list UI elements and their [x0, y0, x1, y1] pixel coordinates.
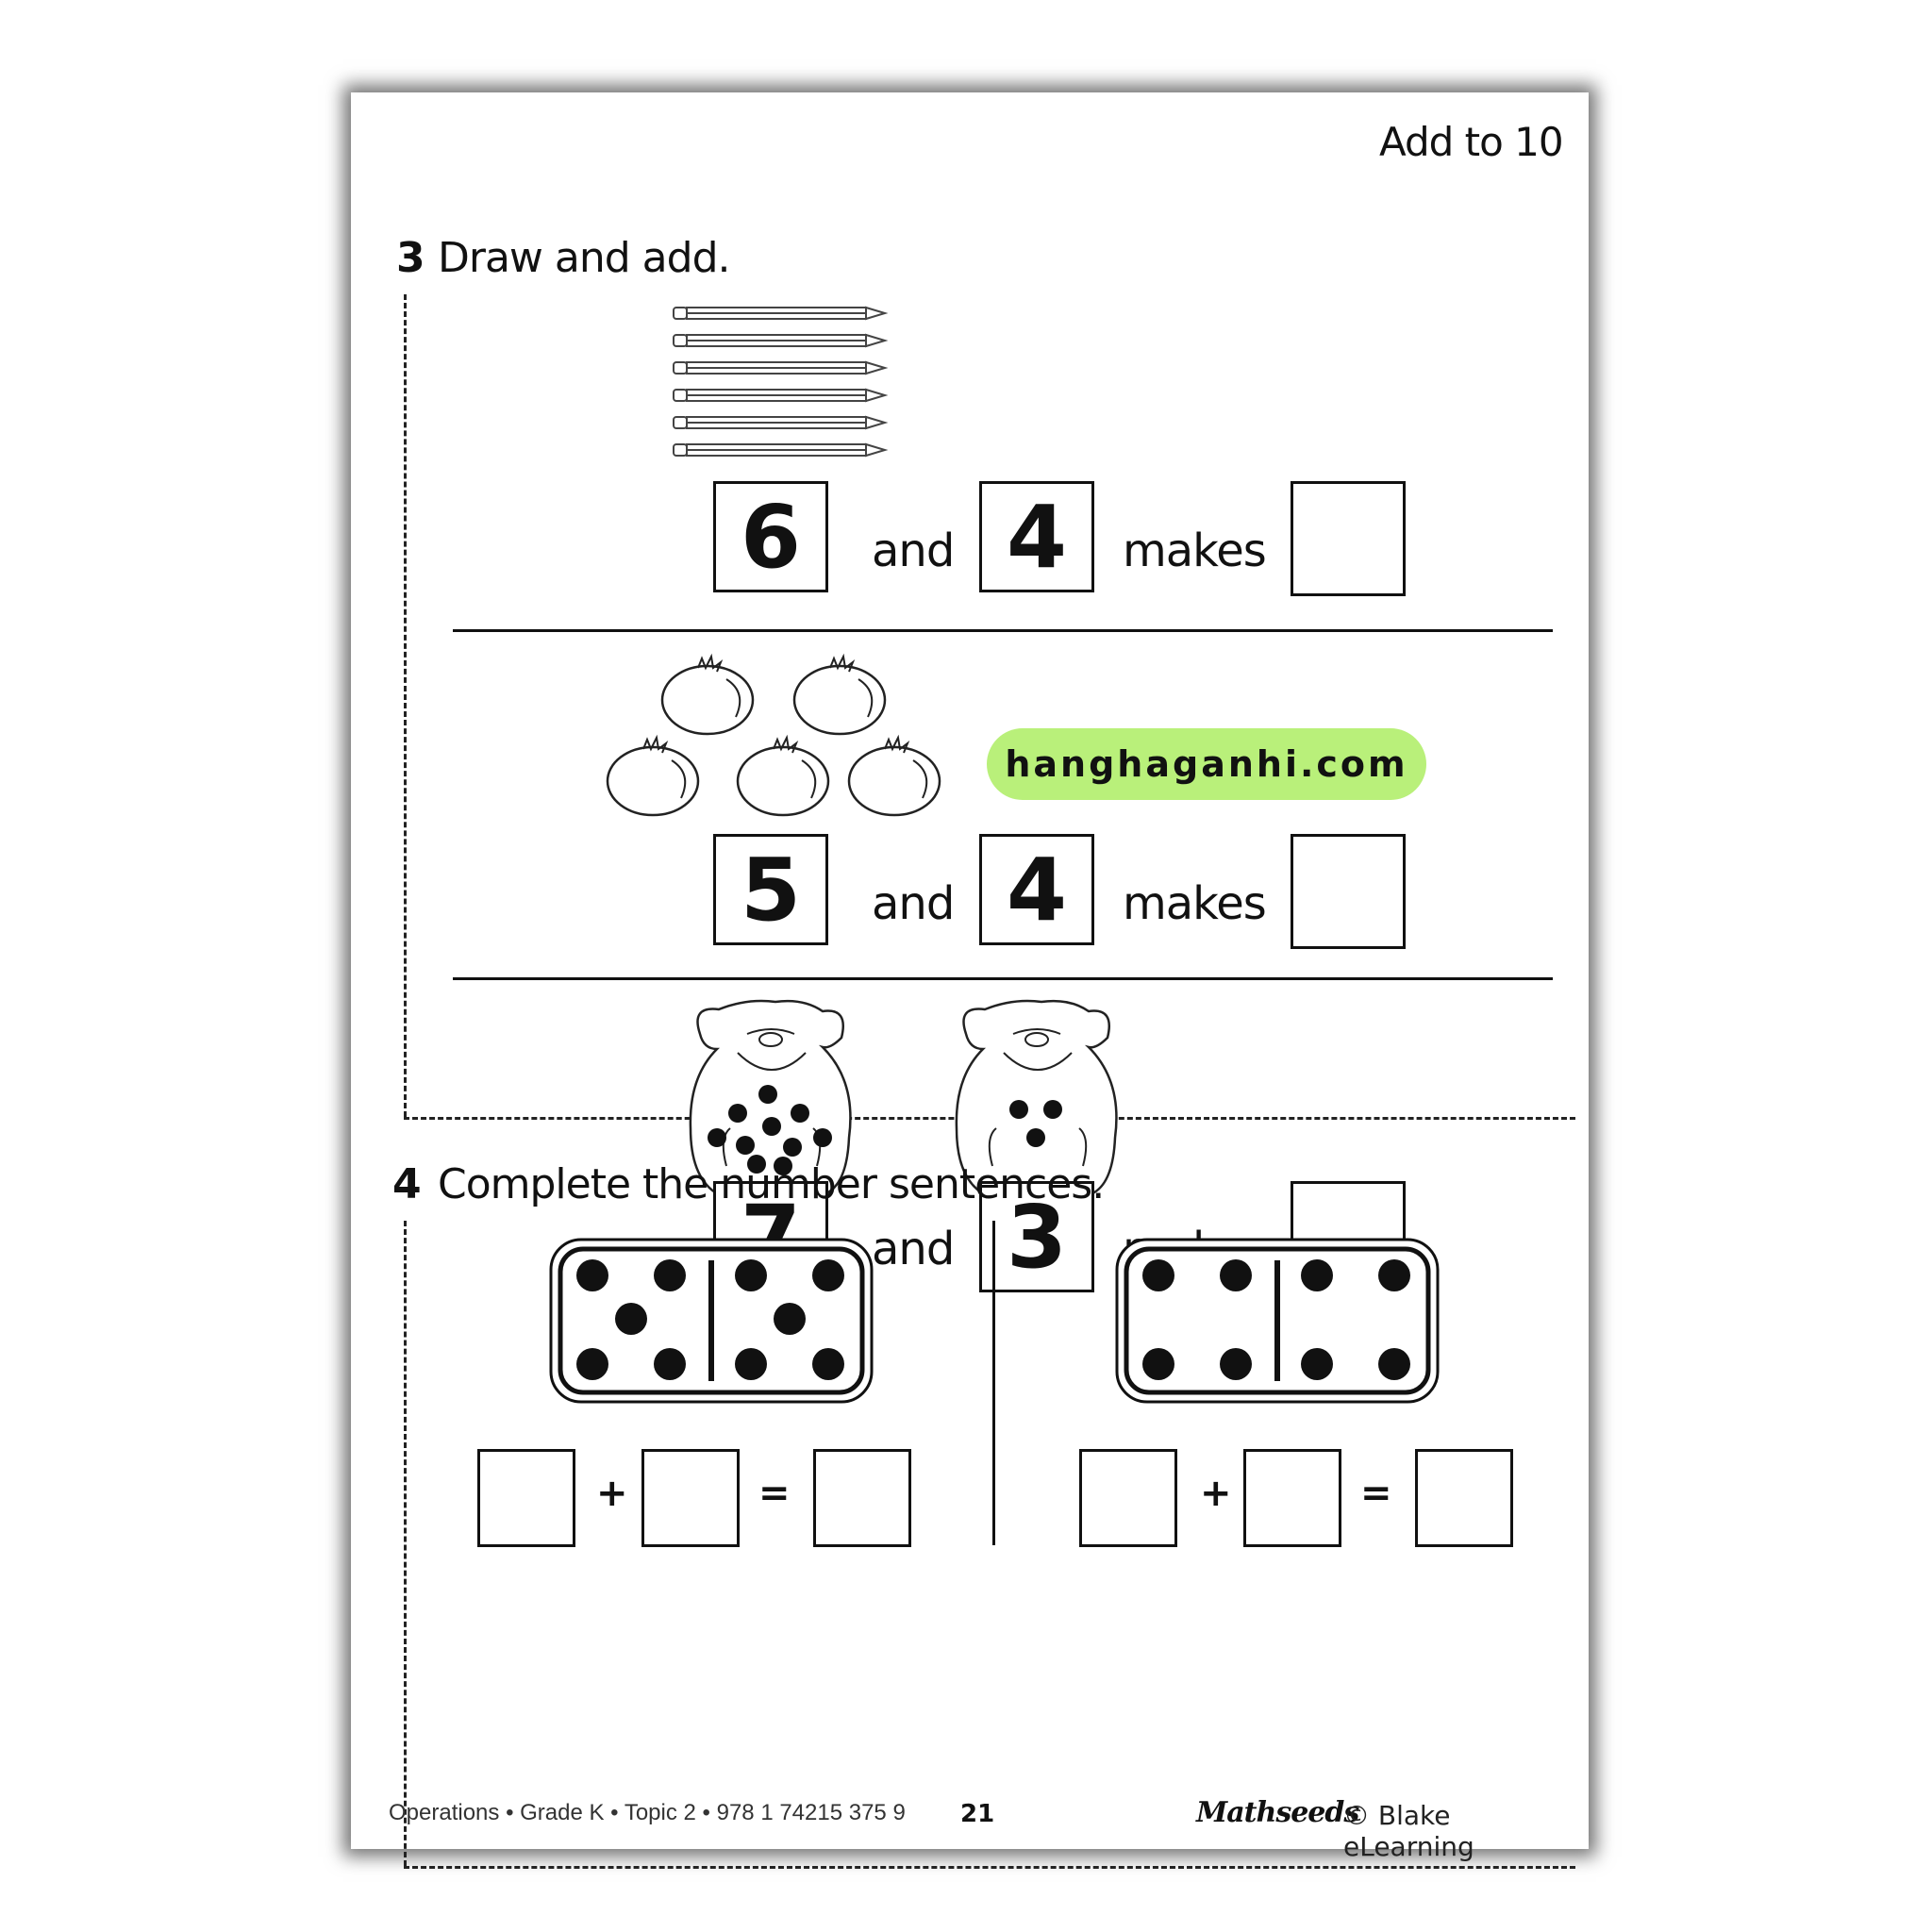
sentence1-box-sum[interactable] — [813, 1449, 911, 1547]
sentence1-box-b[interactable] — [641, 1449, 740, 1547]
sentence2-equals: = — [1360, 1472, 1392, 1515]
question-3-number: 3 — [396, 234, 425, 282]
domino-5-5 — [549, 1238, 874, 1404]
bulldog-left-picture — [689, 999, 852, 1194]
sentence2-box-a[interactable] — [1079, 1449, 1177, 1547]
sentence1-equals: = — [758, 1472, 791, 1515]
sentence2-box-sum[interactable] — [1415, 1449, 1513, 1547]
topic-title: Add to 10 — [1379, 119, 1564, 165]
pencils-picture — [673, 306, 889, 457]
row1-number-a: 6 — [713, 481, 828, 592]
question-3-instruction: Draw and add. — [438, 234, 730, 282]
page-number: 21 — [960, 1800, 995, 1828]
row2-number-b: 4 — [979, 834, 1094, 945]
question-4-border-left — [404, 1221, 407, 1866]
worksheet-page: Add to 10 3 Draw and add. 6 and 4 makes — [351, 92, 1589, 1869]
row2-and-label: and — [872, 877, 955, 930]
row2-answer-box[interactable] — [1291, 834, 1406, 949]
sentence2-plus: + — [1200, 1472, 1232, 1515]
tomatoes-picture — [606, 655, 941, 817]
question-4-border-bottom — [404, 1866, 1575, 1869]
row1-and-label: and — [872, 525, 955, 577]
bulldog-right-picture — [955, 999, 1118, 1194]
question-4-column-divider — [992, 1221, 995, 1545]
footer-info: Operations • Grade K • Topic 2 • 978 1 7… — [389, 1800, 906, 1825]
row2-makes-label: makes — [1123, 877, 1267, 930]
row1-answer-box[interactable] — [1291, 481, 1406, 596]
row3-number-b: 3 — [979, 1181, 1094, 1292]
row2-number-a: 5 — [713, 834, 828, 945]
row-divider-2 — [453, 977, 1553, 980]
sentence1-plus: + — [596, 1472, 628, 1515]
sentence1-box-a[interactable] — [477, 1449, 575, 1547]
domino-4-4 — [1115, 1238, 1440, 1404]
row1-makes-label: makes — [1123, 525, 1267, 577]
watermark-badge: hanghaganhi.com — [987, 728, 1426, 800]
sentence2-box-b[interactable] — [1243, 1449, 1341, 1547]
row1-number-b: 4 — [979, 481, 1094, 592]
row-divider-1 — [453, 629, 1553, 632]
copyright: © Blake eLearning — [1343, 1800, 1474, 1862]
question-3-border-left — [404, 294, 407, 1117]
question-4-instruction: Complete the number sentences. — [438, 1160, 1105, 1208]
brand-logo: Mathseeds — [1196, 1796, 1359, 1829]
row3-and-label: and — [872, 1223, 955, 1275]
question-4-number: 4 — [392, 1160, 422, 1208]
